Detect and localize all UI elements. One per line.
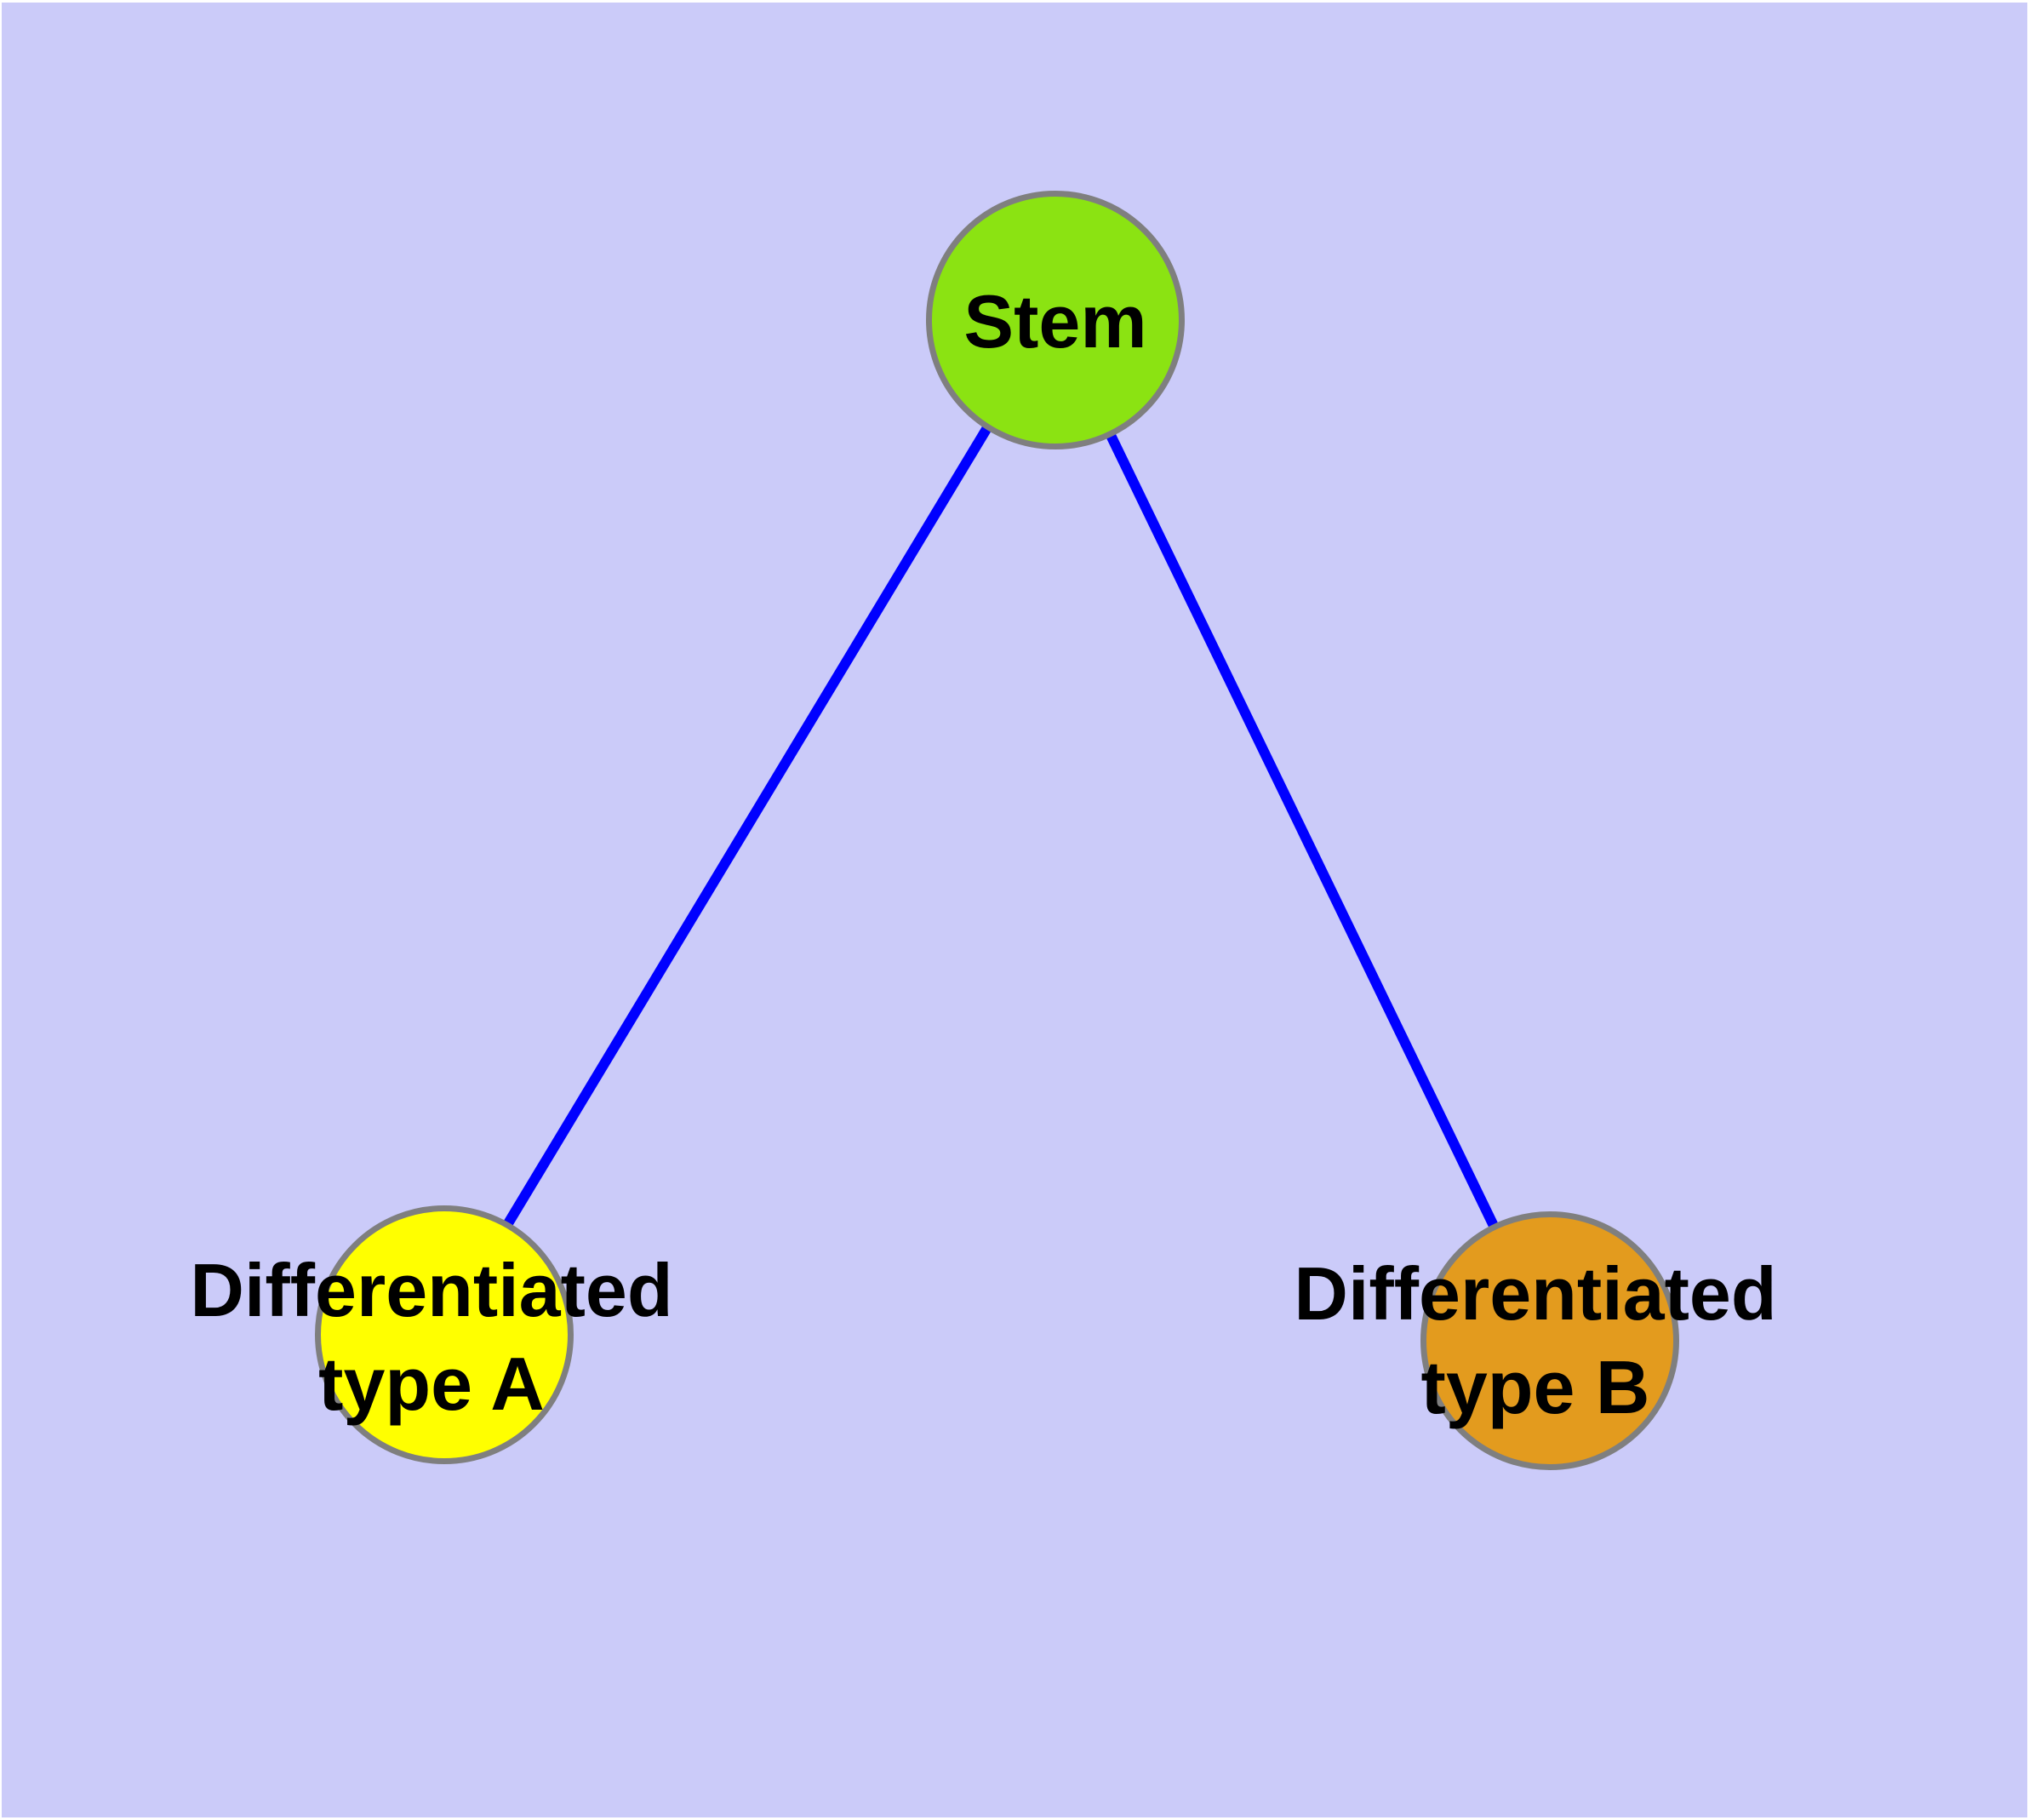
node-differentiated-type-a xyxy=(315,1205,574,1464)
node-differentiated-type-b-label: Differentiated type B xyxy=(1294,1251,1777,1429)
edge-stem-to-type-a xyxy=(437,314,1059,1336)
node-stem-label: Stem xyxy=(963,279,1147,363)
edge-stem-to-type-b xyxy=(1049,315,1553,1341)
node-differentiated-type-a-label: Differentiated type A xyxy=(190,1248,673,1426)
edges-layer xyxy=(437,314,1553,1341)
graph-canvas: Stem Differentiated type A Differentiate… xyxy=(2,3,2027,1817)
node-stem xyxy=(926,191,1185,449)
node-differentiated-type-b xyxy=(1420,1211,1679,1470)
